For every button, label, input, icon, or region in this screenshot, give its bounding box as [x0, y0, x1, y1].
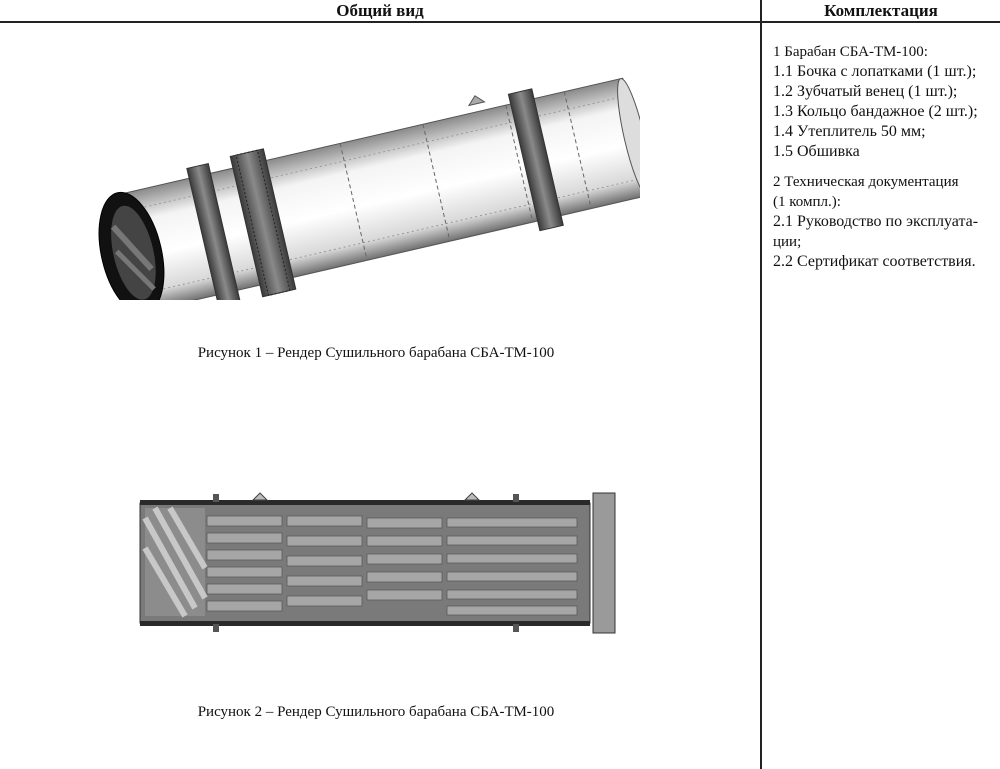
kit-item: 1.2 Зубчатый венец (1 шт.);	[773, 83, 958, 100]
figure-1-caption: Рисунок 1 – Рендер Сушильного барабана С…	[197, 345, 555, 361]
kit-group-1-title: 1 Барабан СБА-ТМ-100:	[773, 44, 928, 60]
figure-2-caption: Рисунок 2 – Рендер Сушильного барабана С…	[197, 704, 555, 720]
header-divider	[0, 21, 1000, 23]
kit-item-cont: ции;	[773, 234, 802, 250]
drum-render-3d-image	[98, 77, 640, 300]
kit-item: 2.1 Руководство по эксплуата-	[773, 213, 979, 230]
kit-list: 1 Барабан СБА-ТМ-100: 1.1 Бочка с лопатк…	[773, 42, 995, 272]
column-header-general-view: Общий вид	[336, 1, 424, 20]
drum-section-render-image	[139, 492, 616, 634]
kit-group-2-title: 2 Техническая документация	[773, 174, 959, 190]
kit-item: 1.4 Утеплитель 50 мм;	[773, 123, 926, 140]
column-divider	[760, 0, 762, 769]
column-header-kit: Комплектация	[824, 1, 938, 20]
kit-item: 2.2 Сертификат соответствия.	[773, 253, 976, 270]
kit-item: 1.5 Обшивка	[773, 143, 860, 160]
kit-item: 1.3 Кольцо бандажное (2 шт.);	[773, 103, 978, 120]
kit-item: 1.1 Бочка с лопатками (1 шт.);	[773, 63, 977, 80]
kit-group-2-title-cont: (1 компл.):	[773, 194, 841, 210]
